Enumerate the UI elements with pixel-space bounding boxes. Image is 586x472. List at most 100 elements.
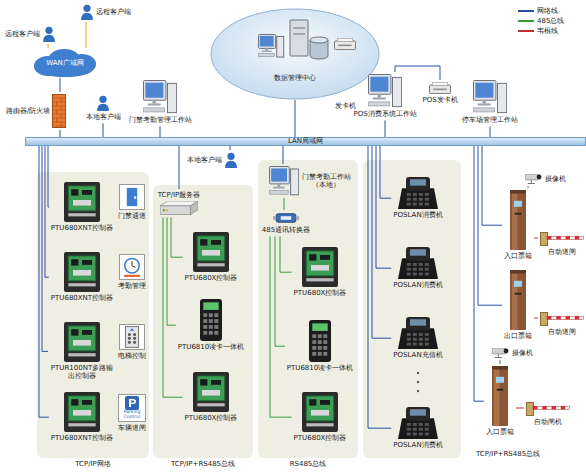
graphic-part: [203, 302, 218, 310]
graphic-part: [312, 323, 327, 331]
graphic-part: [419, 333, 423, 336]
controller-node: PTU680X控制器: [183, 230, 240, 284]
camera-node: 摄像机: [523, 172, 568, 186]
graphic-part: [53, 102, 66, 103]
graphic-part: [61, 98, 62, 102]
graphic-part: [425, 198, 429, 201]
barrier-gate: 自动道闸: [538, 310, 586, 338]
node-label: 门禁考勤管理工作站: [129, 116, 192, 124]
graphic-part: [71, 329, 78, 335]
kiosk-icon: [492, 366, 508, 426]
node-label: 电梯控制: [118, 352, 146, 360]
graphic-part: [82, 330, 92, 335]
connector: [42, 146, 48, 351]
graphic-part: [425, 333, 429, 336]
graphic-part: [419, 428, 423, 431]
graphic-part: [510, 272, 526, 330]
ctrl-icon: [64, 322, 100, 362]
graphic-part: [290, 169, 298, 195]
graphic-part: [413, 203, 417, 206]
graphic-part: [125, 258, 140, 273]
graphic-part: [413, 423, 417, 426]
connector: [171, 217, 183, 257]
graphic-part: [410, 179, 426, 185]
graphic-part: [413, 268, 417, 271]
pos-icon: [398, 317, 438, 349]
controller-node: PTU680X控制器: [183, 370, 240, 424]
connector: [283, 146, 284, 164]
graphic-part: [318, 352, 322, 356]
controller-node: PTUR100NT多路输出控制器: [48, 320, 116, 383]
person-icon: [42, 26, 56, 42]
graphic-part: [120, 255, 145, 280]
graphic-part: [302, 247, 338, 287]
graphic-part: [124, 275, 140, 277]
graphic-part: [425, 428, 429, 431]
graphic-part: [478, 103, 491, 105]
graphic-part: [536, 175, 541, 180]
barrier-gate: 自动道闸: [538, 230, 586, 258]
node-label: 摄像机: [512, 349, 533, 357]
graphic-part: [311, 265, 329, 271]
graphic-part: [45, 27, 52, 34]
door-icon: [119, 184, 145, 210]
graphic-part: [56, 110, 57, 114]
graphic-part: [209, 325, 213, 329]
graphic-part: [425, 273, 429, 276]
graphic-part: [311, 410, 329, 416]
ellipsis-dot: [417, 381, 419, 383]
node-label: 自动闸机: [534, 418, 562, 426]
node-label: PTUR100NT多路输出控制器: [50, 364, 114, 381]
node-label: Parking Control: [119, 410, 145, 419]
node-label: 发卡机: [332, 102, 358, 110]
controller-node: PTU680XNT控制器: [49, 250, 115, 304]
graphic-part: [202, 250, 220, 256]
graphic-part: [214, 319, 218, 323]
graphic-part: [53, 106, 66, 107]
connector: [86, 22, 87, 48]
graphic-part: [259, 54, 275, 57]
panel-ground: [37, 172, 149, 458]
ctrl-icon: [64, 182, 100, 222]
graphic-part: [474, 81, 496, 101]
graphic-part: [556, 236, 561, 239]
graphic-part: [197, 376, 224, 401]
graphic-part: [378, 94, 381, 97]
graphic-part: [73, 410, 91, 416]
graphic-part: [552, 316, 557, 319]
gate-icon: [540, 312, 584, 326]
graphic-part: [128, 341, 131, 344]
node-label: 出口票箱: [504, 332, 532, 340]
node-label: TCP/IP服务器: [158, 191, 201, 199]
kiosk-icon: [510, 270, 526, 330]
legend-swatch: [518, 10, 534, 12]
graphic-part: [419, 193, 423, 196]
node-label: POSLAN消费机: [393, 211, 442, 219]
connector: [478, 146, 502, 305]
graphic-part: [407, 343, 411, 346]
graphic-part: [64, 182, 100, 222]
graphic-part: [53, 95, 66, 128]
node-label: PTU680X控制器: [185, 274, 238, 282]
legend-row: 韦根线: [518, 26, 564, 36]
graphic-part: [73, 340, 91, 346]
graphic-part: [302, 392, 338, 432]
legend: 网络线485总线韦根线: [518, 6, 564, 36]
graphic-part: [197, 403, 224, 406]
graphic-part: [306, 278, 333, 281]
graphic-part: [53, 98, 66, 99]
graphic-part: [166, 210, 168, 212]
graphic-part: [83, 5, 90, 12]
graphic-part: [132, 261, 135, 267]
node-label: 本地客户端: [187, 156, 222, 164]
graphic-part: [68, 396, 95, 421]
graphic-part: [556, 406, 561, 409]
connector: [160, 126, 161, 137]
node-label: PTU680X控制器: [185, 414, 238, 422]
graphic-part: [133, 333, 136, 336]
graphic-part: [225, 161, 237, 168]
graphic-part: [259, 35, 284, 58]
ticket-box: 入口票箱: [502, 188, 534, 262]
legend-label: 485总线: [537, 17, 564, 25]
